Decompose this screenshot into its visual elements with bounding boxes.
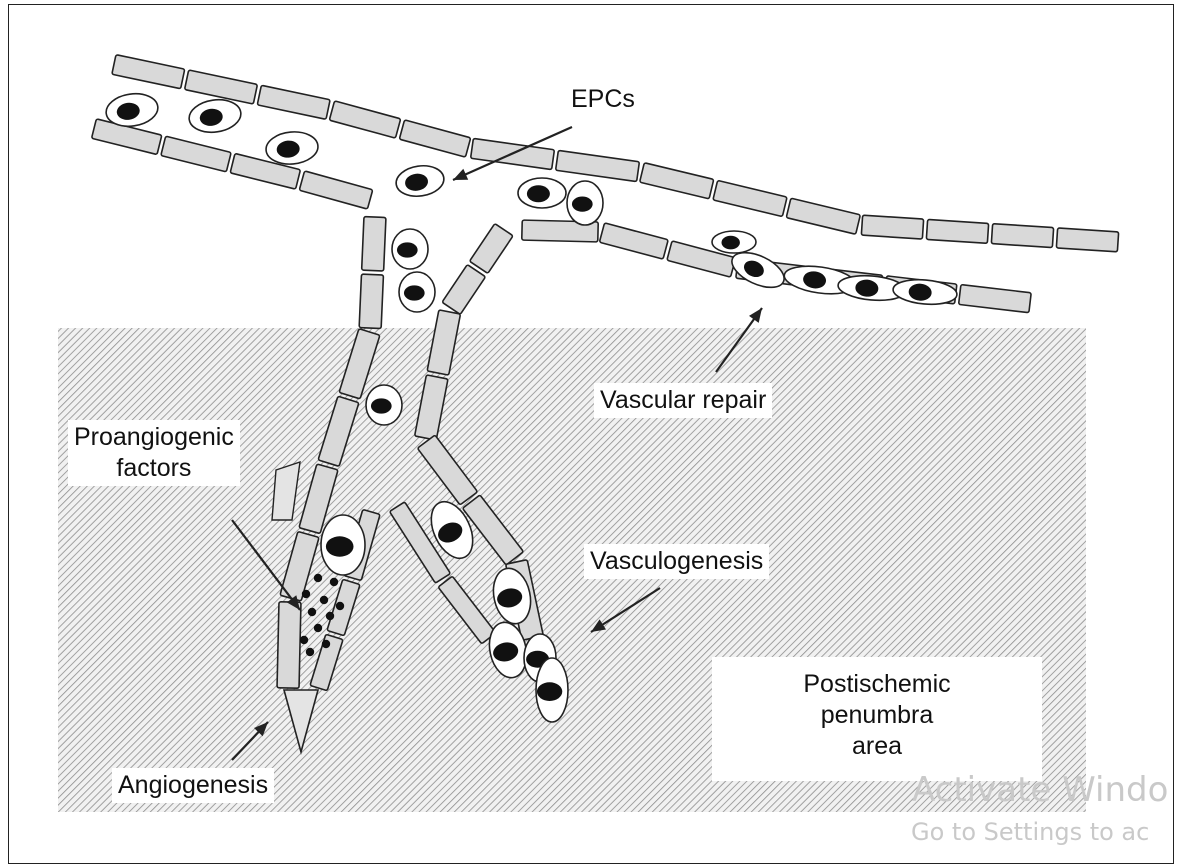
endothelial-cell — [257, 85, 330, 119]
label-postischemic-penumbra-area: Postischemic penumbra area — [712, 657, 1042, 781]
epc-cell — [394, 163, 446, 199]
endothelial-cell — [299, 171, 372, 209]
factor-dot — [306, 648, 314, 656]
endothelial-cell — [786, 198, 860, 234]
epc-cell — [392, 229, 428, 269]
endothelial-cell — [599, 223, 668, 259]
factor-dot — [336, 602, 344, 610]
epc-nucleus — [572, 196, 593, 211]
factor-dot — [300, 636, 308, 644]
epc-nucleus — [527, 185, 550, 202]
epc-cell — [321, 515, 365, 575]
endothelial-cell — [112, 55, 185, 89]
factor-dot — [302, 590, 310, 598]
endothelial-cell — [959, 285, 1032, 313]
epc-nucleus — [397, 242, 418, 257]
endothelial-cell — [1056, 228, 1118, 252]
epc-nucleus — [537, 682, 562, 701]
endothelial-cell — [713, 180, 787, 216]
endothelial-cell — [277, 602, 301, 688]
watermark-activate-windows: Activate Windo — [912, 770, 1168, 810]
factor-dot — [308, 608, 316, 616]
epc-cell — [712, 231, 756, 253]
label-epcs: EPCs — [565, 82, 641, 117]
endothelial-cell — [399, 120, 470, 157]
label-vasculogenesis: Vasculogenesis — [584, 544, 769, 579]
epc-cell — [265, 130, 320, 166]
label-proangiogenic-factors: Proangiogenic factors — [68, 420, 240, 486]
epc-cell — [399, 272, 435, 312]
factor-dot — [326, 612, 334, 620]
label-vascular-repair: Vascular repair — [594, 383, 772, 418]
endothelial-cell — [861, 215, 923, 239]
endothelial-cell — [640, 163, 714, 199]
epc-nucleus — [326, 536, 354, 556]
factor-dot — [314, 574, 322, 582]
epc-nucleus — [371, 398, 392, 413]
endothelial-cell — [362, 217, 386, 271]
endothelial-cell — [161, 136, 231, 172]
endothelial-cell — [359, 274, 383, 328]
factor-dot — [314, 624, 322, 632]
epc-cell — [518, 178, 566, 208]
factor-dot — [320, 596, 328, 604]
epc-cell — [567, 181, 603, 225]
endothelial-cell — [991, 224, 1053, 248]
watermark-go-to-settings: Go to Settings to ac — [911, 818, 1149, 846]
endothelial-cell — [185, 70, 258, 104]
epc-cell — [366, 385, 402, 425]
endothelial-cell — [556, 150, 640, 181]
factor-dot — [322, 640, 330, 648]
factor-dot — [330, 578, 338, 586]
endothelial-cell — [470, 224, 514, 274]
epc-nucleus — [404, 285, 425, 300]
endothelial-cell — [926, 219, 988, 243]
label-angiogenesis: Angiogenesis — [112, 768, 274, 803]
epc-cell — [187, 97, 243, 136]
epc-cell — [892, 277, 958, 306]
epc-nucleus — [722, 236, 740, 250]
endothelial-cell — [329, 101, 400, 138]
epc-cell — [536, 658, 568, 722]
arrow-head — [749, 308, 762, 323]
endothelial-cell — [442, 265, 486, 315]
